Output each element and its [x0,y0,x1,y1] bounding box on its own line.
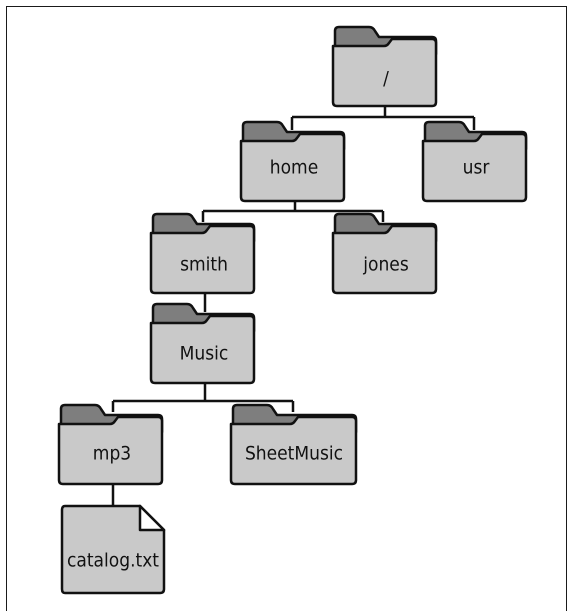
file-catalog[interactable]: catalog.txt [60,504,166,595]
folder-front [149,224,256,295]
folder-front [331,224,438,295]
file-icon [60,504,166,595]
file-label-catalog: catalog.txt [67,550,159,572]
folder-label-jones: jones [362,254,409,276]
folder-root[interactable]: / [331,25,438,108]
folder-front [149,314,256,385]
folder-usr[interactable]: usr [421,120,528,203]
folder-front [229,415,358,486]
folder-front [331,37,438,108]
folder-home[interactable]: home [239,120,346,203]
folder-label-mp3: mp3 [93,443,131,465]
folder-label-smith: smith [180,254,228,276]
folder-front [421,132,528,203]
folder-sheetmusic[interactable]: SheetMusic [229,403,358,486]
file-corner-fold [138,504,166,532]
folder-front [57,415,164,486]
folder-music[interactable]: Music [149,302,256,385]
folder-label-usr: usr [463,157,491,179]
folder-jones[interactable]: jones [331,212,438,295]
tree-connectors [111,106,476,505]
folder-mp3[interactable]: mp3 [57,403,164,486]
folder-front [239,132,346,203]
folder-label-music: Music [180,343,229,365]
folder-label-sheetmusic: SheetMusic [245,443,343,465]
folder-label-root: / [383,68,389,90]
folder-smith[interactable]: smith [149,212,256,295]
folder-label-home: home [270,157,318,179]
